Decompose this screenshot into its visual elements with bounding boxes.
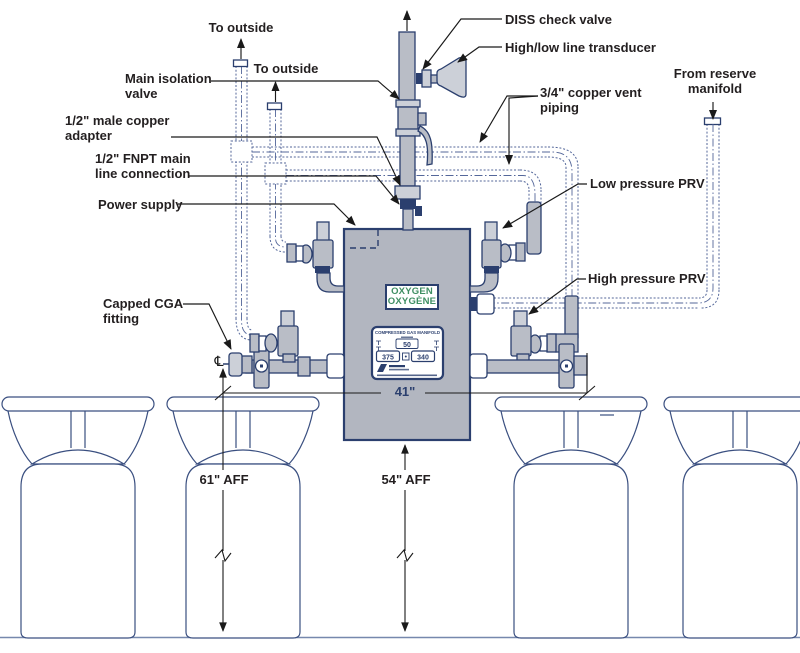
left-line-valve <box>286 221 345 293</box>
main-vent-riser <box>394 31 433 231</box>
gas-cylinder <box>663 396 800 639</box>
panel-logo <box>377 364 387 372</box>
centerline-symbol: ℄ <box>214 354 224 370</box>
label-to-outside-top: To outside <box>208 20 274 35</box>
high-pressure-prv <box>510 295 579 363</box>
reserve-manifold-pipe <box>494 117 722 309</box>
label-male-copper-adapter: 1/2" male copper adapter <box>65 113 170 144</box>
panel-readout-right: 340 <box>417 355 429 362</box>
dim-54-aff: 54" AFF <box>378 473 434 486</box>
leader-lines <box>171 9 718 350</box>
label-main-isolation-valve: Main isolation valve <box>125 71 212 102</box>
dim-manifold-width: 41" <box>394 384 416 399</box>
label-to-outside-second: To outside <box>253 61 319 76</box>
label-high-pressure-prv: High pressure PRV <box>588 271 706 286</box>
vent-header-inner <box>286 169 542 204</box>
left-cylinder-header <box>223 310 345 389</box>
label-power-supply: Power supply <box>98 197 183 212</box>
gas-cylinder <box>166 396 320 639</box>
panel-readout-left: 375 <box>382 355 394 362</box>
male-copper-adapter-fitting <box>394 185 421 200</box>
label-copper-vent-piping: 3/4" copper vent piping <box>540 85 642 116</box>
isolation-valve-handle <box>417 125 433 166</box>
panel-title: COMPRESSED GAS MANIFOLD <box>375 330 440 335</box>
vent-pipe-left-inner <box>264 102 287 253</box>
dim-61-aff: 61" AFF <box>196 473 252 486</box>
label-from-reserve-manifold: From reserve manifold <box>673 66 757 97</box>
vent-header-outer <box>252 146 579 297</box>
label-diss-check-valve: DISS check valve <box>505 12 612 27</box>
right-cylinder-header <box>469 343 588 389</box>
line-transducer <box>436 56 467 98</box>
label-low-pressure-prv: Low pressure PRV <box>590 176 705 191</box>
main-isolation-valve-body <box>397 106 419 132</box>
label-capped-cga: Capped CGA fitting <box>103 296 184 327</box>
gas-cylinder <box>1 396 155 639</box>
fnpt-connection-fitting <box>400 199 416 209</box>
panel-display: 50 <box>403 342 411 349</box>
low-pressure-prv <box>469 201 542 293</box>
gas-name-plate: OXYGEN OXYGÈNE <box>385 284 439 310</box>
gas-cylinder <box>494 396 648 639</box>
left-header-relief-valve <box>249 310 299 363</box>
label-fnpt-main-line: 1/2" FNPT main line connection <box>95 151 191 182</box>
vent-pipe-left-outer <box>230 59 253 341</box>
capped-cga-fitting-graphic <box>223 352 253 377</box>
reserve-line-fitting <box>470 293 495 315</box>
dimension-54-aff <box>396 444 414 632</box>
label-high-low-transducer: High/low line transducer <box>505 40 656 55</box>
dimension-61-aff: ℄ <box>214 354 232 632</box>
power-supply-dashed-box <box>346 230 379 249</box>
control-panel: COMPRESSED GAS MANIFOLD 50 375 340 <box>370 325 445 381</box>
diss-check-valve-fitting <box>416 69 440 88</box>
